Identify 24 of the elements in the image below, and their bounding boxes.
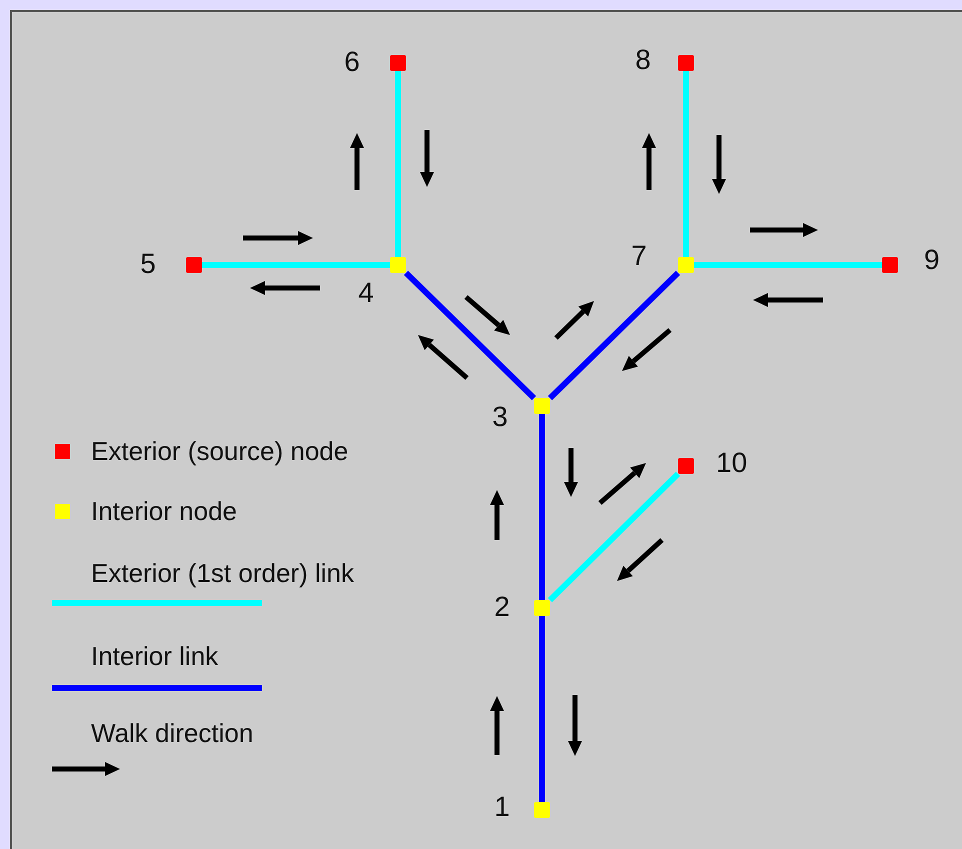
link-line	[548, 270, 680, 400]
link-line	[202, 262, 390, 268]
link-line	[694, 262, 882, 268]
link-line	[395, 71, 401, 257]
node-number: 3	[492, 402, 508, 432]
node-number: 7	[631, 241, 647, 271]
legend-text: Interior node	[91, 496, 237, 526]
legend-text: Interior link	[91, 641, 218, 671]
link-line	[404, 270, 536, 400]
link-line	[539, 414, 545, 600]
legend-text: Exterior (source) node	[91, 436, 348, 466]
legend-text: Exterior (1st order) link	[91, 558, 354, 588]
link-line	[683, 71, 689, 257]
node-number: 1	[494, 792, 510, 822]
link-line	[548, 472, 680, 602]
node-number: 2	[494, 592, 510, 622]
link-line	[539, 616, 545, 802]
node-number: 4	[358, 278, 374, 308]
node-number: 5	[140, 249, 156, 279]
node-number: 6	[344, 47, 360, 77]
node-number: 10	[716, 448, 748, 478]
legend-text: Walk direction	[91, 718, 254, 748]
node-number: 8	[635, 45, 651, 75]
node-number: 9	[924, 245, 940, 275]
